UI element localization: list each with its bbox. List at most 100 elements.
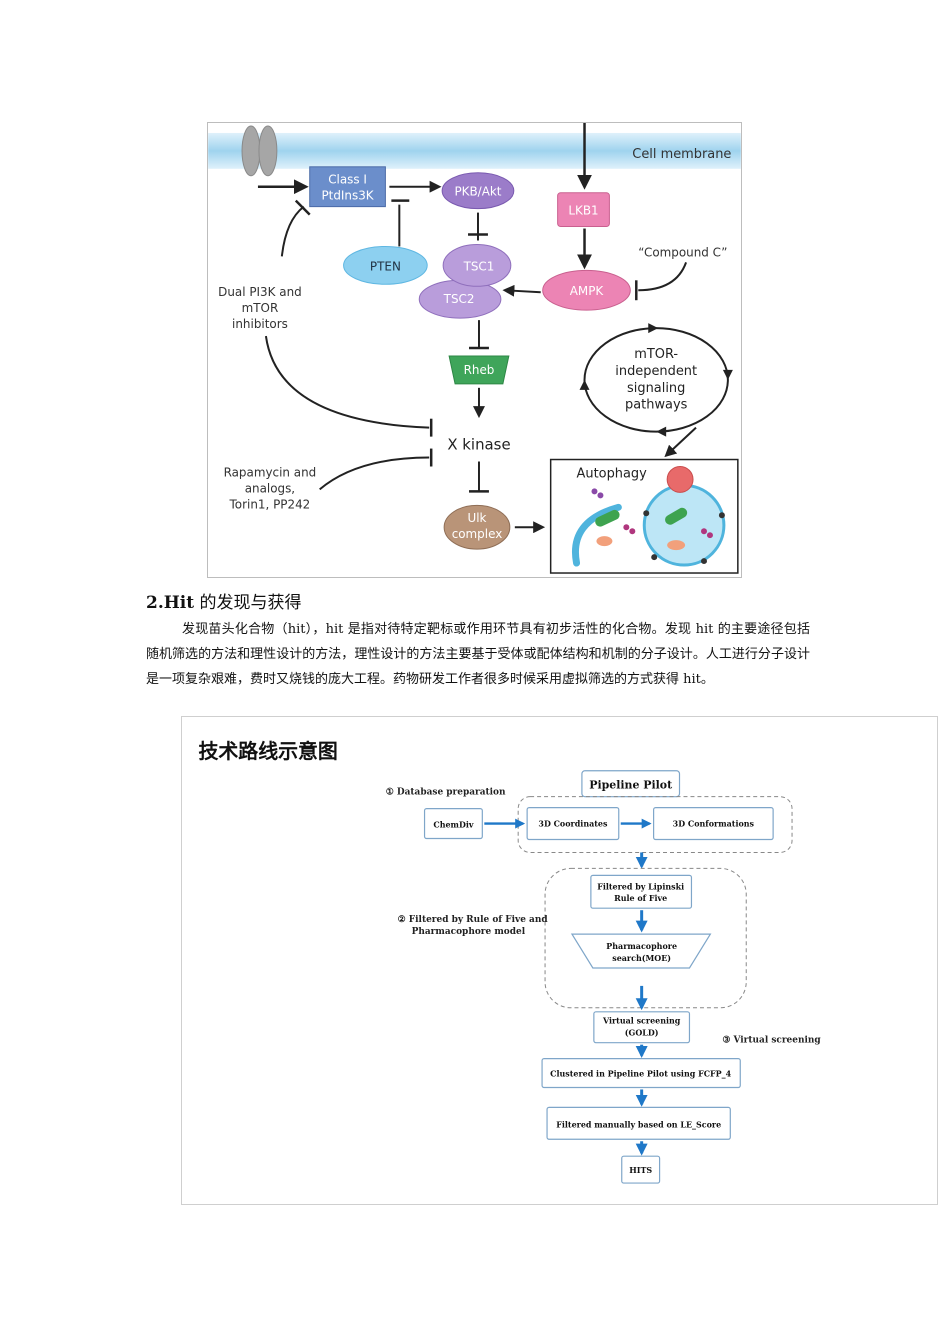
hits-box (621, 1155, 661, 1184)
coords-label: 3D Coordinates (538, 820, 608, 829)
cargo-dot-2 (597, 492, 604, 499)
indep-label-1: mTOR- (634, 347, 678, 362)
ampk-to-tsc-arrow (502, 284, 541, 297)
step1-label: ① Database preparation (386, 788, 506, 798)
autophagy-label: Autophagy (577, 466, 648, 481)
autolysosome-dot-2 (706, 532, 713, 539)
confs-box (653, 807, 774, 841)
section-paragraph: 发现苗头化合物（hit），hit 是指对待特定靶标或作用环节具有初步活性的化合物… (146, 622, 810, 687)
ulk-label-1: Ulk (468, 511, 487, 525)
membrane-label: Cell membrane (632, 147, 731, 162)
loop-arrowhead-right (722, 369, 733, 380)
ampk-label: AMPK (570, 284, 605, 298)
workflow-figure: 技术路线示意图 ① Database preparation Pipeline … (181, 716, 938, 1205)
autolysosome-blob (667, 540, 686, 551)
section-paragraph-block: 发现苗头化合物（hit），hit 是指对待特定靶标或作用环节具有初步活性的化合物… (146, 617, 810, 692)
receptor-left (241, 125, 261, 177)
compound-c-label: “Compound C” (638, 245, 727, 259)
cell-membrane (208, 132, 741, 169)
rheb-label: Rheb (464, 363, 495, 377)
ulk-label-2: complex (452, 527, 503, 541)
workflow-title: 技术路线示意图 (198, 739, 337, 763)
lkb1-label: LKB1 (568, 204, 598, 218)
xkinase-label: X kinase (447, 436, 510, 454)
autolysosome-dot-1 (701, 528, 707, 535)
rapa-label-2: analogs, (245, 481, 295, 495)
membrane-dot-4 (651, 554, 658, 561)
tsc2-label: TSC2 (443, 292, 475, 306)
step3-label: ③ Virtual screening (722, 1036, 821, 1046)
pharma-label-1: Pharmacophore (606, 942, 677, 951)
pharma-box (570, 933, 712, 969)
pipeline-pilot-label: Pipeline Pilot (589, 779, 672, 792)
class1-label-1: Class I (328, 173, 367, 187)
autolysosome (642, 483, 726, 567)
hits-label: HITS (629, 1166, 652, 1175)
pathway-diagram: Cell membrane Class I PtdIns3K PKB/Akt P… (208, 123, 741, 574)
membrane-dot-1 (643, 510, 650, 517)
dual-label-1: Dual PI3K and (218, 285, 302, 299)
lysosome (666, 465, 694, 493)
pharma-label-2: search(MOE) (612, 954, 671, 963)
rheb-node (448, 355, 510, 385)
loop-arrowhead-top (648, 323, 659, 334)
indep-label-2: independent (615, 364, 697, 379)
cargo-mitochondrion (595, 509, 620, 527)
confs-label: 3D Conformations (673, 820, 755, 829)
class1-node (309, 166, 386, 208)
step2-label-1: ② Filtered by Rule of Five and (398, 915, 549, 925)
vs-label-2: (GOLD) (625, 1029, 659, 1038)
loop-arrowhead-bottom (656, 426, 667, 437)
tsc1-node (442, 243, 512, 287)
pkb-label: PKB/Akt (454, 185, 501, 199)
section-title: 的发现与获得 (194, 593, 302, 613)
filtered-box (546, 1106, 731, 1140)
vs-label-1: Virtual screening (602, 1017, 681, 1026)
cluster-label: Clustered in Pipeline Pilot using FCFP_4 (550, 1070, 732, 1079)
ampk-node (542, 269, 631, 311)
receptor-right (258, 125, 278, 177)
pten-label: PTEN (370, 259, 401, 273)
chemdiv-box (423, 808, 483, 840)
loop-to-autophagy-arrow (664, 426, 697, 458)
pkb-node (441, 172, 515, 210)
section-number: 2.Hit (146, 593, 195, 613)
indep-label-4: pathways (625, 398, 688, 413)
cargo-dot-3 (623, 524, 630, 531)
filtered-label: Filtered manually based on LE_Score (556, 1120, 721, 1129)
class1-label-2: PtdIns3K (321, 189, 374, 203)
cluster-box (541, 1057, 741, 1089)
pathway-figure: Cell membrane Class I PtdIns3K PKB/Akt P… (207, 122, 742, 578)
cargo-dot-1 (591, 488, 598, 495)
loop-arrowhead-left (579, 379, 590, 390)
dual-label-2: mTOR (242, 301, 279, 315)
cargo-blob (596, 536, 613, 547)
rapa-label-1: Rapamycin and (224, 465, 317, 479)
ulk-node (443, 504, 511, 550)
compound-c-inhibit-line (638, 262, 688, 292)
rapa-to-xkinase-line (319, 456, 430, 491)
membrane-dot-2 (718, 512, 725, 519)
vs-box (593, 1011, 691, 1044)
rapa-label-3: Torin1, PP242 (229, 497, 311, 511)
membrane-dot-3 (701, 558, 707, 565)
dual-to-xkinase-line (264, 335, 430, 429)
indep-label-3: signaling (627, 381, 685, 396)
phagophore (572, 503, 622, 567)
workflow-diagram: 技术路线示意图 ① Database preparation Pipeline … (198, 739, 821, 1184)
lkb1-node (557, 192, 610, 228)
lipinski-label-1: Filtered by Lipinski (597, 882, 684, 891)
lipinski-box (590, 874, 693, 909)
step2-label-2: Pharmacophore model (412, 927, 526, 937)
chemdiv-label: ChemDiv (433, 821, 474, 830)
pten-node (343, 245, 428, 285)
section-heading: 2.Hit 的发现与获得 (146, 588, 302, 613)
dual-label-3: inhibitors (232, 317, 288, 331)
cargo-dot-4 (629, 528, 636, 535)
tsc1-label: TSC1 (463, 259, 495, 273)
lipinski-label-2: Rule of Five (614, 894, 667, 903)
dual-to-class1-line (280, 205, 305, 257)
autolysosome-mito (665, 507, 688, 525)
coords-box (526, 807, 620, 841)
dual-to-class1-bar (294, 199, 311, 216)
